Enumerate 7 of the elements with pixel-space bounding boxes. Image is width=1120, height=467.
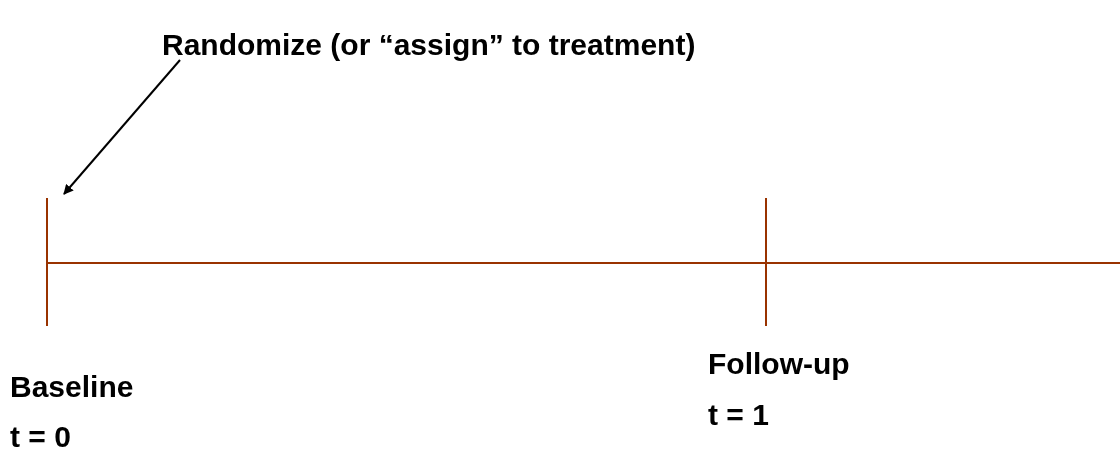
tick-mark	[46, 198, 48, 326]
timepoint-label: Follow-up	[708, 347, 850, 381]
time-label: t = 0	[10, 420, 71, 454]
annotation-text: Randomize (or “assign” to treatment)	[162, 28, 696, 62]
arrow	[63, 59, 181, 195]
timepoint-label: Baseline	[10, 370, 134, 404]
time-label: t = 1	[708, 398, 769, 432]
